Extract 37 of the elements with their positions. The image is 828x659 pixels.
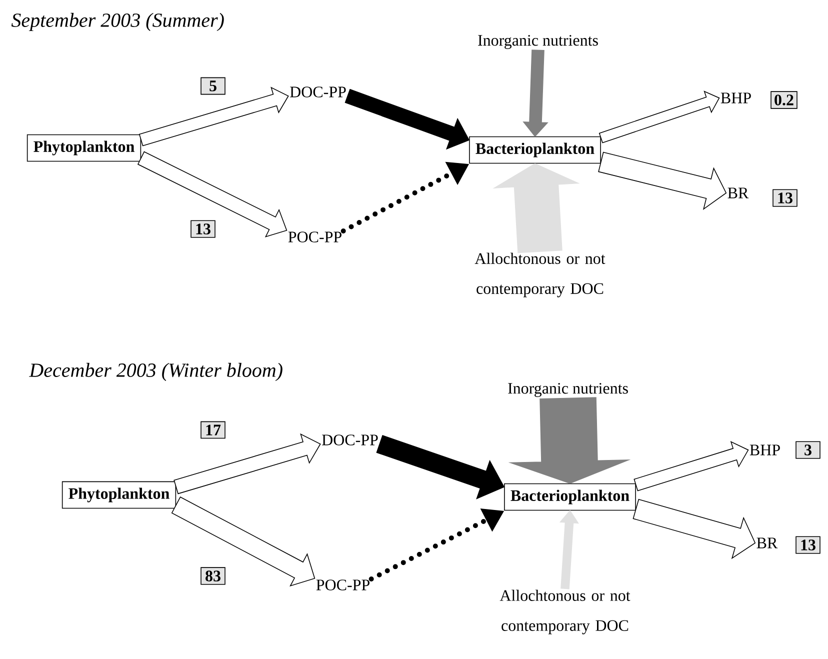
pool-label: POC-PP bbox=[288, 232, 342, 242]
value-box: 0.2 bbox=[770, 91, 798, 109]
pool-label: BHP bbox=[750, 444, 780, 456]
value-box: 83 bbox=[200, 567, 226, 585]
value-box: 17 bbox=[200, 421, 226, 439]
source-label: Allochtonous or not contemporary DOC bbox=[500, 590, 630, 634]
value-box: 13 bbox=[796, 536, 820, 554]
pool-label: Inorganic nutrients bbox=[478, 34, 598, 50]
block-arrow bbox=[522, 50, 548, 137]
pool-label: BR bbox=[756, 538, 778, 548]
organism-box: Phytoplankton bbox=[62, 481, 176, 509]
pool-label: POC-PP bbox=[316, 580, 370, 590]
block-arrow bbox=[598, 152, 727, 210]
value-box: 13 bbox=[190, 220, 216, 238]
block-arrow bbox=[632, 498, 756, 560]
block-arrow bbox=[174, 433, 321, 494]
block-arrow bbox=[559, 510, 579, 590]
organism-box: Bacterioplankton bbox=[469, 136, 601, 164]
block-arrow bbox=[598, 90, 720, 144]
block-arrow bbox=[508, 397, 631, 484]
block-arrow bbox=[171, 496, 316, 587]
value-box: 13 bbox=[772, 189, 798, 207]
value-box: 5 bbox=[200, 77, 226, 95]
panel-heading: September 2003 (Summer) bbox=[11, 12, 224, 32]
organism-box: Bacterioplankton bbox=[504, 483, 636, 511]
block-arrow bbox=[634, 440, 749, 492]
panel-heading: December 2003 (Winter bloom) bbox=[29, 362, 282, 382]
pool-label: BR bbox=[728, 188, 749, 198]
pool-label: DOC-PP bbox=[290, 86, 346, 98]
organism-box: Phytoplankton bbox=[26, 134, 142, 162]
pool-label: BHP bbox=[720, 92, 751, 104]
pool-label: DOC-PP bbox=[322, 434, 378, 446]
pool-label: Inorganic nutrients bbox=[508, 382, 628, 397]
source-label: Allochtonous or not contemporary DOC bbox=[474, 252, 606, 298]
block-arrow bbox=[138, 86, 289, 146]
block-arrow bbox=[492, 163, 580, 254]
value-box: 3 bbox=[796, 441, 820, 459]
